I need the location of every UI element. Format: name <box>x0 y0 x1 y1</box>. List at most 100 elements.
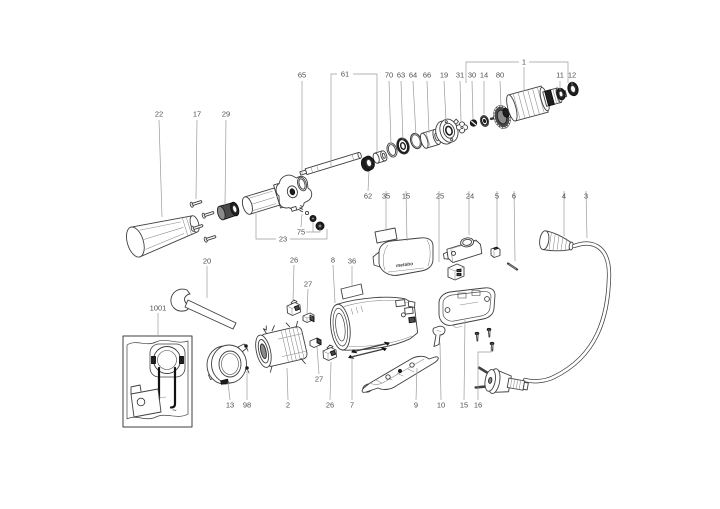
part-bottom-cover-15 <box>438 287 496 328</box>
leader-line-26 <box>329 361 332 401</box>
part-sticker-36 <box>340 283 364 300</box>
leader-line-22 <box>158 119 163 218</box>
leader-line-23 <box>290 229 328 240</box>
leader-line-63 <box>400 80 404 142</box>
leader-line-62 <box>367 170 370 192</box>
callout-31: 31 <box>456 71 464 80</box>
part-wiring-diagram-1001: ~ <box>122 335 193 428</box>
callout-36: 36 <box>348 257 356 266</box>
part-cone-sleeve-22 <box>126 215 200 258</box>
leader-line-70 <box>388 80 392 146</box>
leader-line-31 <box>459 80 462 122</box>
part-switch-slider-9 <box>361 355 439 393</box>
leader-line-1 <box>529 61 569 83</box>
callout-70: 70 <box>385 71 393 80</box>
callout-62: 62 <box>364 192 372 201</box>
callout-17: 17 <box>193 110 201 119</box>
callout-15: 15 <box>402 192 410 201</box>
leader-line-2 <box>286 367 289 401</box>
part-pins-98 <box>244 344 250 374</box>
part-collet-nut-29 <box>216 201 240 221</box>
leader-line-6 <box>513 190 516 262</box>
callout-4: 4 <box>562 192 566 201</box>
part-carbon-brush-27-upper <box>302 312 315 323</box>
part-motor-housing-8 <box>330 296 419 351</box>
callout-6: 6 <box>512 192 516 201</box>
part-armature-1 <box>506 85 568 122</box>
callout-61: 61 <box>341 70 349 79</box>
leader-line-61 <box>353 73 378 152</box>
leader-line-75 <box>306 229 321 233</box>
leader-line-8 <box>332 264 336 304</box>
callout-20: 20 <box>203 257 211 266</box>
leader-line-16 <box>477 347 492 400</box>
callout-24: 24 <box>466 192 474 201</box>
callout-3: 3 <box>584 192 588 201</box>
callout-9: 9 <box>414 401 418 410</box>
callout-19: 19 <box>440 71 448 80</box>
part-sticker-35 <box>374 227 398 244</box>
part-bearing-flange-19 <box>435 118 459 145</box>
part-bearing-63 <box>396 137 410 155</box>
leader-line-19 <box>443 80 447 122</box>
callout-22: 22 <box>155 110 163 119</box>
part-lever-10 <box>432 325 446 347</box>
wiring-tilde-symbol: ~ <box>172 406 177 415</box>
callout-26: 26 <box>326 401 334 410</box>
callout-8: 8 <box>331 256 335 265</box>
part-spindle-assembly-23 <box>241 174 313 215</box>
leader-line-80 <box>499 80 502 108</box>
callout-98: 98 <box>243 401 251 410</box>
callout-27: 27 <box>315 375 323 384</box>
leader-line-10 <box>439 342 442 401</box>
leader-line-15 <box>405 190 408 242</box>
callout-63: 63 <box>397 71 405 80</box>
part-screws-17 <box>189 200 217 243</box>
part-brush-holder-26-upper <box>286 299 301 316</box>
part-cord-sleeve-4 <box>539 230 574 252</box>
part-ring-12 <box>567 81 579 97</box>
callout-29: 29 <box>222 110 230 119</box>
part-stator-2 <box>255 320 308 373</box>
part-bearing-14 <box>479 115 490 127</box>
leader-line-9 <box>415 367 418 401</box>
part-detent-set-75 <box>299 205 325 231</box>
callout-10: 10 <box>437 401 445 410</box>
callout-14: 14 <box>480 71 488 80</box>
callout-25: 25 <box>436 192 444 201</box>
callout-27: 27 <box>304 280 312 289</box>
part-bearing-62 <box>360 155 375 172</box>
part-spring-washer-31 <box>455 121 469 134</box>
callout-23: 23 <box>279 235 287 244</box>
leader-line-3 <box>585 190 588 239</box>
part-cap-5 <box>490 246 501 258</box>
part-top-cover-15: metabo <box>372 237 434 276</box>
leader-line-13 <box>227 381 231 401</box>
part-bearing-11 <box>556 87 566 101</box>
callout-66: 66 <box>423 71 431 80</box>
part-o-ring-65 <box>297 176 307 192</box>
part-brush-holder-26-lower <box>322 344 337 361</box>
callout-12: 12 <box>568 71 576 80</box>
callout-30: 30 <box>468 71 476 80</box>
callout-65: 65 <box>298 71 306 80</box>
callout-35: 35 <box>382 192 390 201</box>
part-switch-24 <box>443 237 483 264</box>
callout-7: 7 <box>350 401 354 410</box>
leader-line-26 <box>292 264 295 303</box>
leader-line-27 <box>306 288 309 315</box>
callout-64: 64 <box>409 71 417 80</box>
part-washer-70 <box>386 142 398 158</box>
parts-layer: metabo <box>122 81 612 428</box>
leader-line-1 <box>465 61 519 83</box>
callout-80: 80 <box>496 71 504 80</box>
part-pin-6 <box>506 262 519 271</box>
callout-15: 15 <box>460 401 468 410</box>
callout-1001: 1001 <box>150 304 167 313</box>
callout-1: 1 <box>522 58 526 67</box>
leader-line-17 <box>195 119 198 200</box>
part-wrench-20 <box>170 288 237 330</box>
